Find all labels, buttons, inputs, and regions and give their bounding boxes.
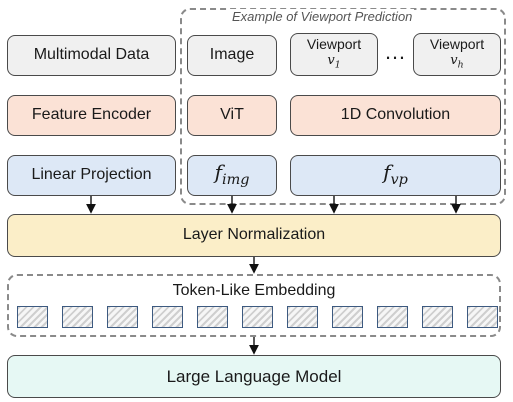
viewport-h-var: vh: [450, 52, 464, 71]
f-img-symbol: fimg: [214, 160, 250, 189]
vit-box: ViT: [187, 95, 277, 136]
viewport-1-var: v1: [327, 52, 341, 71]
layer-normalization-box: Layer Normalization: [7, 214, 501, 257]
image-box: Image: [187, 35, 277, 76]
token-square: [107, 306, 138, 328]
token-square: [62, 306, 93, 328]
token-embedding-region: [7, 274, 501, 337]
viewport-h-label: Viewport: [429, 36, 485, 52]
token-square: [332, 306, 363, 328]
llm-box: Large Language Model: [7, 355, 501, 398]
token-square: [377, 306, 408, 328]
viewport-1-box: Viewport v1: [290, 33, 378, 76]
multimodal-data-box: Multimodal Data: [7, 35, 176, 76]
f-vp-symbol: fvp: [383, 160, 408, 189]
token-square: [17, 306, 48, 328]
f-vp-box: fvp: [290, 155, 501, 196]
conv-1d-box: 1D Convolution: [290, 95, 501, 136]
linear-projection-box: Linear Projection: [7, 155, 176, 196]
example-caption: Example of Viewport Prediction: [230, 9, 415, 24]
token-square: [467, 306, 498, 328]
f-img-box: fimg: [187, 155, 277, 196]
feature-encoder-box: Feature Encoder: [7, 95, 176, 136]
viewport-h-box: Viewport vh: [413, 33, 501, 76]
token-square: [152, 306, 183, 328]
token-square: [197, 306, 228, 328]
token-square: [242, 306, 273, 328]
token-embedding-label: Token-Like Embedding: [172, 282, 336, 299]
ellipsis: …: [384, 39, 406, 64]
viewport-1-label: Viewport: [306, 36, 362, 52]
token-square: [422, 306, 453, 328]
token-square: [287, 306, 318, 328]
